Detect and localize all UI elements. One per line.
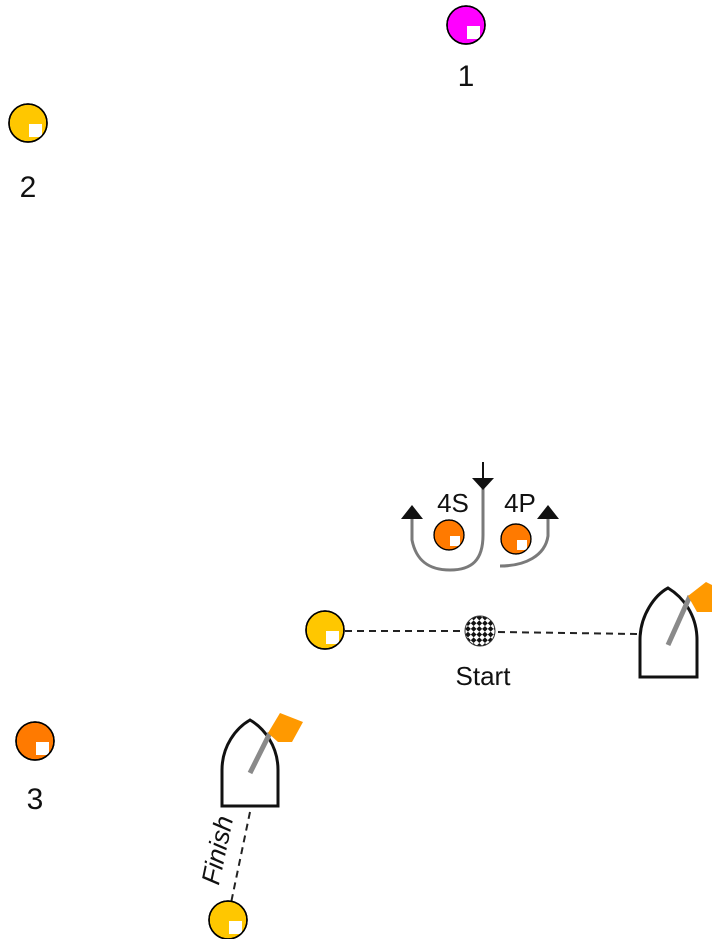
start-label: Start — [456, 661, 512, 691]
mark-3: 3 — [15, 721, 55, 816]
committee-boat-icon — [638, 582, 712, 679]
mark-buoy-icon — [8, 103, 48, 143]
start-line: Start — [305, 582, 712, 691]
mark-1: 1 — [446, 5, 486, 93]
finish-label: Finish — [195, 813, 239, 887]
committee-flag — [688, 582, 712, 612]
committee-flag — [268, 713, 303, 742]
rounding-arrow-icon — [410, 478, 550, 572]
mark-4p: 4P — [500, 488, 536, 555]
mark-buoy-icon — [500, 523, 532, 555]
finish-line: Finish — [195, 713, 303, 939]
mark-4s-label: 4S — [437, 488, 469, 518]
start-pin-mark — [305, 610, 345, 650]
mark-4s: 4S — [433, 488, 469, 551]
finish-pin-mark — [208, 900, 248, 939]
mark-2-label: 2 — [20, 171, 37, 204]
checkered-flag-icon — [464, 615, 496, 647]
mark-buoy-icon — [433, 519, 465, 551]
mark-buoy-icon — [446, 5, 486, 45]
mark-buoy-icon — [15, 721, 55, 761]
mark-4p-label: 4P — [504, 488, 536, 518]
committee-boat-icon — [220, 713, 303, 808]
finish-line-dashes — [230, 811, 251, 904]
mark-3-label: 3 — [27, 783, 44, 816]
gate-4: 4S 4P — [401, 462, 559, 572]
mark-2: 2 — [8, 103, 48, 204]
rounding-arrow-icon — [401, 478, 559, 519]
mark-buoy-icon — [305, 610, 345, 650]
mark-buoy-icon — [208, 900, 248, 939]
start-line-dashes — [497, 631, 639, 635]
mark-1-label: 1 — [458, 60, 475, 93]
